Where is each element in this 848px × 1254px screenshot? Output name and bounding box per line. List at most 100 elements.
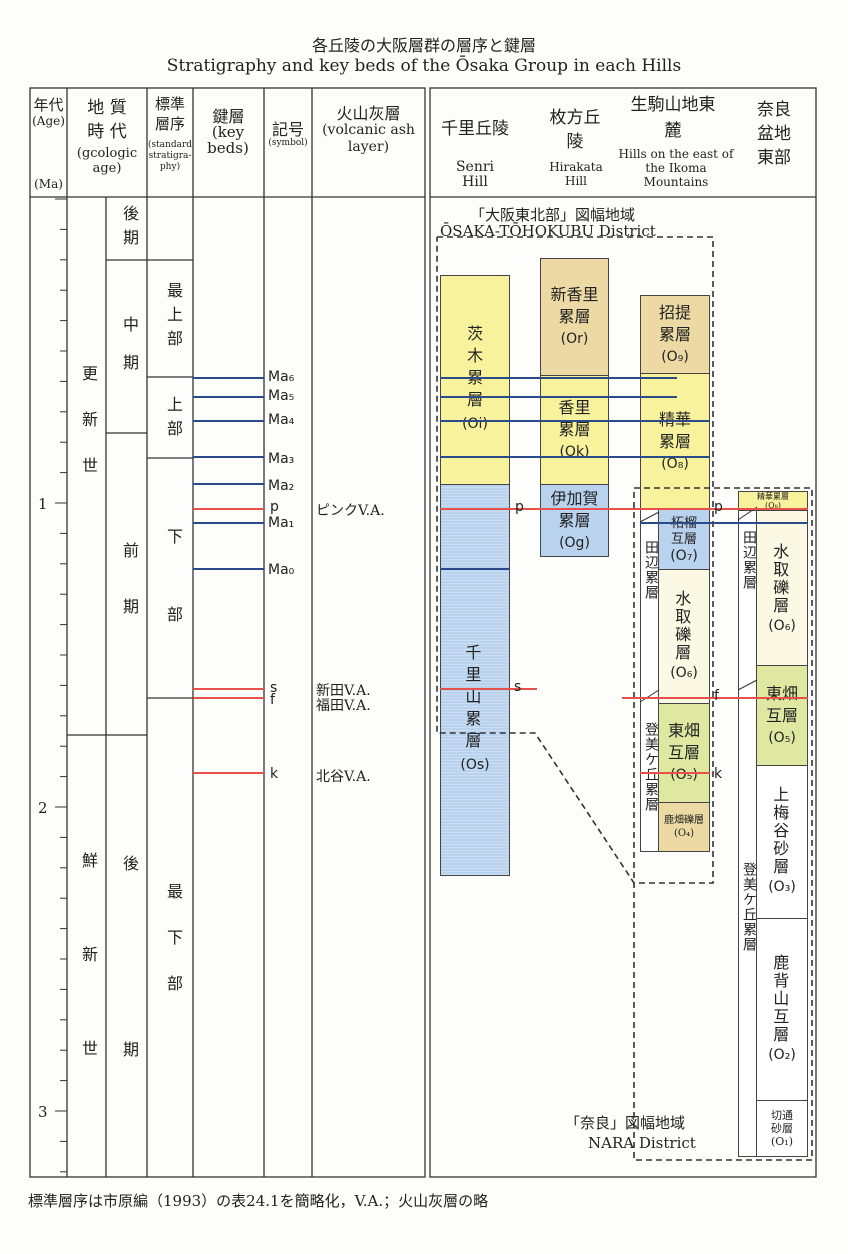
ash-kitadani: 北谷V.A. (316, 769, 371, 785)
symbol-ma5: Ma₅ (268, 388, 295, 404)
district-osaka-en: ŌSAKA-TŌHOKUBU District (440, 222, 656, 240)
symbol-ma2: Ma₂ (268, 478, 295, 494)
symbol-s: s (270, 680, 278, 696)
header-ash: 火山灰層 (336, 104, 401, 123)
right-label-k: k (714, 766, 723, 782)
formation-kamiumedani-code: (O₃) (768, 879, 796, 895)
formation-kasegiyama-name: 鹿背山互層 (770, 953, 790, 1044)
formation-ikaga-name: 伊加賀累層 (550, 488, 599, 530)
formation-kori-name: 香里累層 (558, 398, 591, 439)
key-bed-line-f (193, 697, 264, 699)
ash-fukuda: 福田V.A. (316, 698, 371, 714)
key-bed-line-ma6 (440, 377, 677, 379)
header-senri-en: Senri Hill (455, 159, 495, 190)
header-symbol-en: (symbol) (268, 138, 308, 148)
formation-mizutori-ikoma: 水取礫層 (O₆) (658, 569, 710, 704)
right-label-s: s (514, 679, 522, 695)
key-bed-line-ma3 (440, 456, 710, 458)
formation-ibaraki: 茨木累層(Oi) (440, 275, 510, 485)
district-nara-ja: 「奈良」図幅地域 (565, 1114, 686, 1132)
formation-higashihata-nara-code: (O₅) (768, 729, 796, 746)
header-age-en: (Age) (32, 114, 65, 128)
header-nara: 奈良盆地東部 (757, 100, 791, 168)
formation-ibaraki-name: 茨木累層 (464, 325, 484, 413)
key-bed-line-s (193, 688, 264, 690)
key-bed-line-s (440, 688, 537, 690)
right-label-p2: p (714, 499, 723, 515)
age-tick-3: 3 (38, 1103, 48, 1121)
symbol-f: f (270, 692, 275, 708)
formation-tomigaoka-ikoma: 登美ケ丘累層 (643, 722, 659, 812)
symbol-ma4: Ma₄ (268, 412, 295, 428)
nara-district-boundary (633, 487, 813, 1161)
sub-epoch-early: 前期 (120, 542, 139, 654)
district-osaka-ja: 「大阪東北部」図幅地域 (470, 206, 636, 224)
sub-epoch-middle: 中期 (120, 316, 139, 392)
formation-higashihata-ikoma: 東畑互層(O₅) (658, 703, 710, 803)
symbol-k: k (270, 766, 279, 782)
formation-kasegiyama-code: (O₂) (768, 1046, 796, 1063)
key-bed-line-ma2 (193, 483, 264, 485)
formation-seika-nara-name: 精華累層 (757, 492, 789, 501)
key-bed-line-p (193, 508, 264, 510)
formation-shikahata-name: 鹿畑礫層 (664, 815, 704, 826)
formation-kiritoshi: 切通砂層(O₁) (756, 1100, 808, 1157)
key-bed-line-k (640, 772, 710, 774)
sub-epoch-late-pliocene: 後期 (120, 855, 139, 1227)
symbol-ma3: Ma₃ (268, 451, 295, 467)
key-bed-line-ma6 (193, 377, 264, 379)
district-nara-en: NARA District (588, 1134, 696, 1152)
footnote: 標準層序は市原編（1993）の表24.1を簡略化，V.A.；火山灰層の略 (28, 1192, 489, 1210)
osaka-district-boundary (436, 236, 714, 884)
key-bed-line-ma1 (193, 522, 264, 524)
formation-ikaga-code: (Og) (559, 534, 590, 551)
right-label-f: f (714, 688, 719, 704)
formation-senriyama: 千里山累層(Os) (440, 484, 510, 876)
formation-seika-name: 精華累層 (658, 409, 691, 451)
formation-kori: 香里累層(Ok) (540, 375, 609, 485)
key-bed-line-ma1 (640, 522, 808, 524)
key-bed-line-p (440, 508, 808, 510)
header-hirakata: 枚方丘陵 (549, 108, 601, 152)
header-key-beds: 鍵層 (212, 107, 245, 126)
age-tick-2: 2 (38, 799, 48, 817)
formation-tanabe-ikoma: 田辺累層 (643, 540, 659, 600)
header-age: 年代 (33, 96, 64, 114)
figure-title-en: Stratigraphy and key beds of the Ōsaka G… (166, 56, 682, 76)
formation-zakuro-code: (O₇) (670, 547, 698, 564)
formation-kiritoshi-name: 切通砂層 (771, 1109, 793, 1135)
standard-upper: 上部 (164, 396, 183, 444)
header-senri: 千里丘陵 (441, 119, 509, 139)
symbol-ma6: Ma₆ (268, 369, 295, 385)
formation-mizutori-nara-code: (O₆) (768, 618, 796, 634)
formation-kasegiyama: 鹿背山互層 (O₂) (756, 918, 808, 1101)
formation-mizutori-ikoma-code: (O₆) (670, 664, 698, 681)
header-hirakata-en: Hirakata Hill (549, 160, 603, 188)
age-tick-1: 1 (38, 495, 48, 513)
key-bed-line-f (622, 697, 808, 699)
header-geologic-age-en: (gcologic age) (76, 146, 138, 176)
formation-kamiumedani-name: 上梅谷砂層 (770, 786, 790, 876)
header-ash-en: (volcanic ash layer) (322, 122, 415, 155)
formation-shodai: 招提累層(O₉) (640, 295, 710, 374)
key-bed-line-ma5 (193, 396, 264, 398)
header-standard-en: (standard stratigra-phy) (147, 140, 193, 172)
key-bed-line-k (193, 772, 264, 774)
key-bed-line-ma3 (193, 456, 264, 458)
header-ikoma: 生駒山地東麓 (630, 95, 716, 141)
key-bed-line-ma0 (440, 568, 510, 570)
formation-senriyama-name: 千里山累層 (462, 644, 482, 754)
standard-lower: 下部 (164, 528, 183, 684)
formation-shinkori-name: 新香里累層 (550, 285, 599, 326)
key-bed-line-ma4 (193, 420, 264, 422)
formation-kamiumedani: 上梅谷砂層 (O₃) (756, 765, 808, 919)
key-bed-line-ma5 (440, 396, 677, 398)
formation-shinkori-code: (Or) (560, 331, 589, 347)
formation-higashihata-ikoma-code: (O₅) (670, 767, 698, 783)
figure-title-ja: 各丘陵の大阪層群の層序と鍵層 (311, 36, 536, 55)
header-symbol: 記号 (271, 120, 304, 139)
formation-mizutori-ikoma-name: 水取礫層 (672, 589, 692, 662)
formation-ikaga: 伊加賀累層 (Og) (540, 484, 609, 557)
